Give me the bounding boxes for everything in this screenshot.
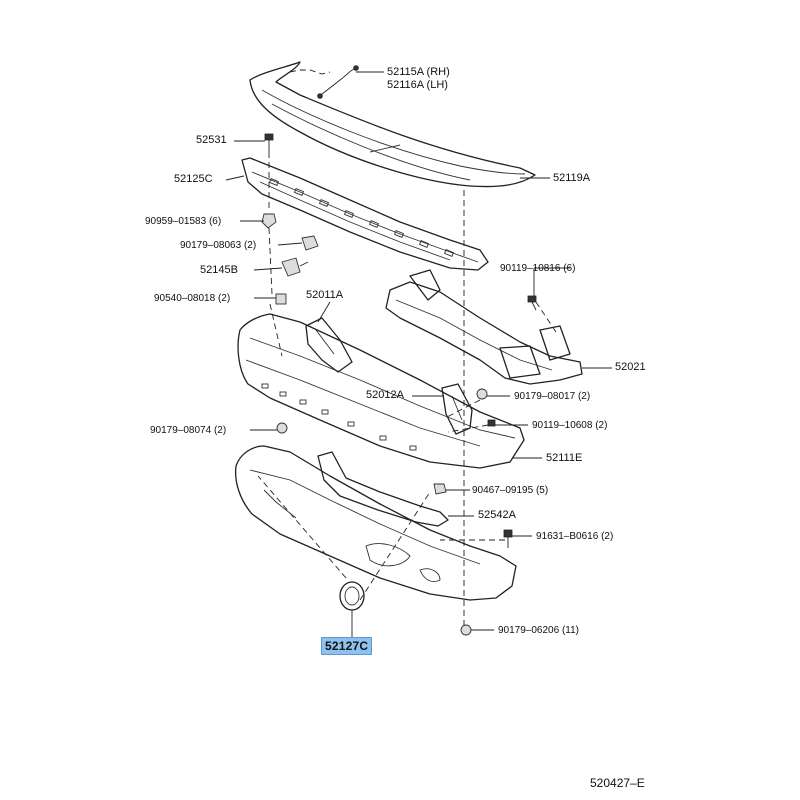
bolt-52531 bbox=[264, 133, 274, 152]
bracket-52145b bbox=[281, 257, 309, 277]
reinforcement-52125c bbox=[241, 157, 489, 271]
diagram-code: 520427–E bbox=[590, 776, 645, 790]
label-52021: 52021 bbox=[615, 361, 646, 373]
reinforcement-52021 bbox=[385, 269, 583, 385]
bracket-52011a bbox=[305, 317, 353, 373]
nut-90179-08074 bbox=[276, 422, 288, 434]
label-90179-08063: 90179–08063 (2) bbox=[180, 240, 257, 251]
label-90119-10816: 90119–10816 (6) bbox=[500, 263, 576, 274]
label-90179-08074: 90179–08074 (2) bbox=[150, 425, 227, 436]
label-90179-08017: 90179–08017 (2) bbox=[514, 391, 591, 402]
label-90179-06206: 90179–06206 (11) bbox=[498, 625, 579, 636]
bracket-52012a bbox=[441, 383, 473, 435]
label-52542a: 52542A bbox=[478, 509, 516, 521]
clip-90467 bbox=[433, 483, 447, 495]
label-52115a-line2: 52116A (LH) bbox=[387, 79, 448, 91]
label-52125c: 52125C bbox=[174, 173, 213, 185]
label-52127c[interactable]: 52127C bbox=[321, 637, 373, 655]
nut-90179-08017 bbox=[476, 388, 488, 400]
nut-90179-06206 bbox=[460, 624, 472, 636]
clip-52115a bbox=[289, 65, 359, 99]
clip-90959 bbox=[261, 213, 277, 229]
label-52119a: 52119A bbox=[553, 172, 591, 184]
label-52115a-line1: 52115A (RH) bbox=[387, 66, 450, 78]
bolt-90119-10816 bbox=[527, 295, 537, 311]
cap-52127c bbox=[339, 581, 365, 640]
label-52115a: 52115A (RH) 52116A (LH) bbox=[387, 66, 450, 92]
bolt-90119-10608 bbox=[487, 419, 496, 427]
bracket-52542a bbox=[317, 451, 449, 527]
label-90540-08018: 90540–08018 (2) bbox=[154, 293, 231, 304]
assembly-lines bbox=[257, 152, 557, 630]
lower-cover bbox=[234, 445, 517, 601]
label-90467-09195: 90467–09195 (5) bbox=[472, 485, 549, 496]
label-52012a: 52012A bbox=[366, 389, 404, 401]
cushion-90540 bbox=[275, 293, 287, 305]
label-52145b: 52145B bbox=[200, 264, 238, 276]
screw-91631 bbox=[503, 529, 513, 548]
label-52531: 52531 bbox=[196, 134, 227, 146]
bumper-bar-52111e bbox=[237, 313, 525, 469]
bumper-cover-52119a bbox=[249, 61, 536, 188]
label-52011a: 52011A bbox=[306, 289, 344, 301]
label-90959-01583: 90959–01583 (6) bbox=[145, 216, 222, 227]
nut-90179-08063 bbox=[301, 235, 319, 251]
label-90119-10608: 90119–10608 (2) bbox=[532, 420, 608, 431]
label-91631-b0616: 91631–B0616 (2) bbox=[536, 531, 614, 542]
leader-lines bbox=[225, 71, 612, 631]
part-number-highlight[interactable]: 52127C bbox=[321, 637, 373, 655]
label-52111e: 52111E bbox=[546, 452, 583, 464]
